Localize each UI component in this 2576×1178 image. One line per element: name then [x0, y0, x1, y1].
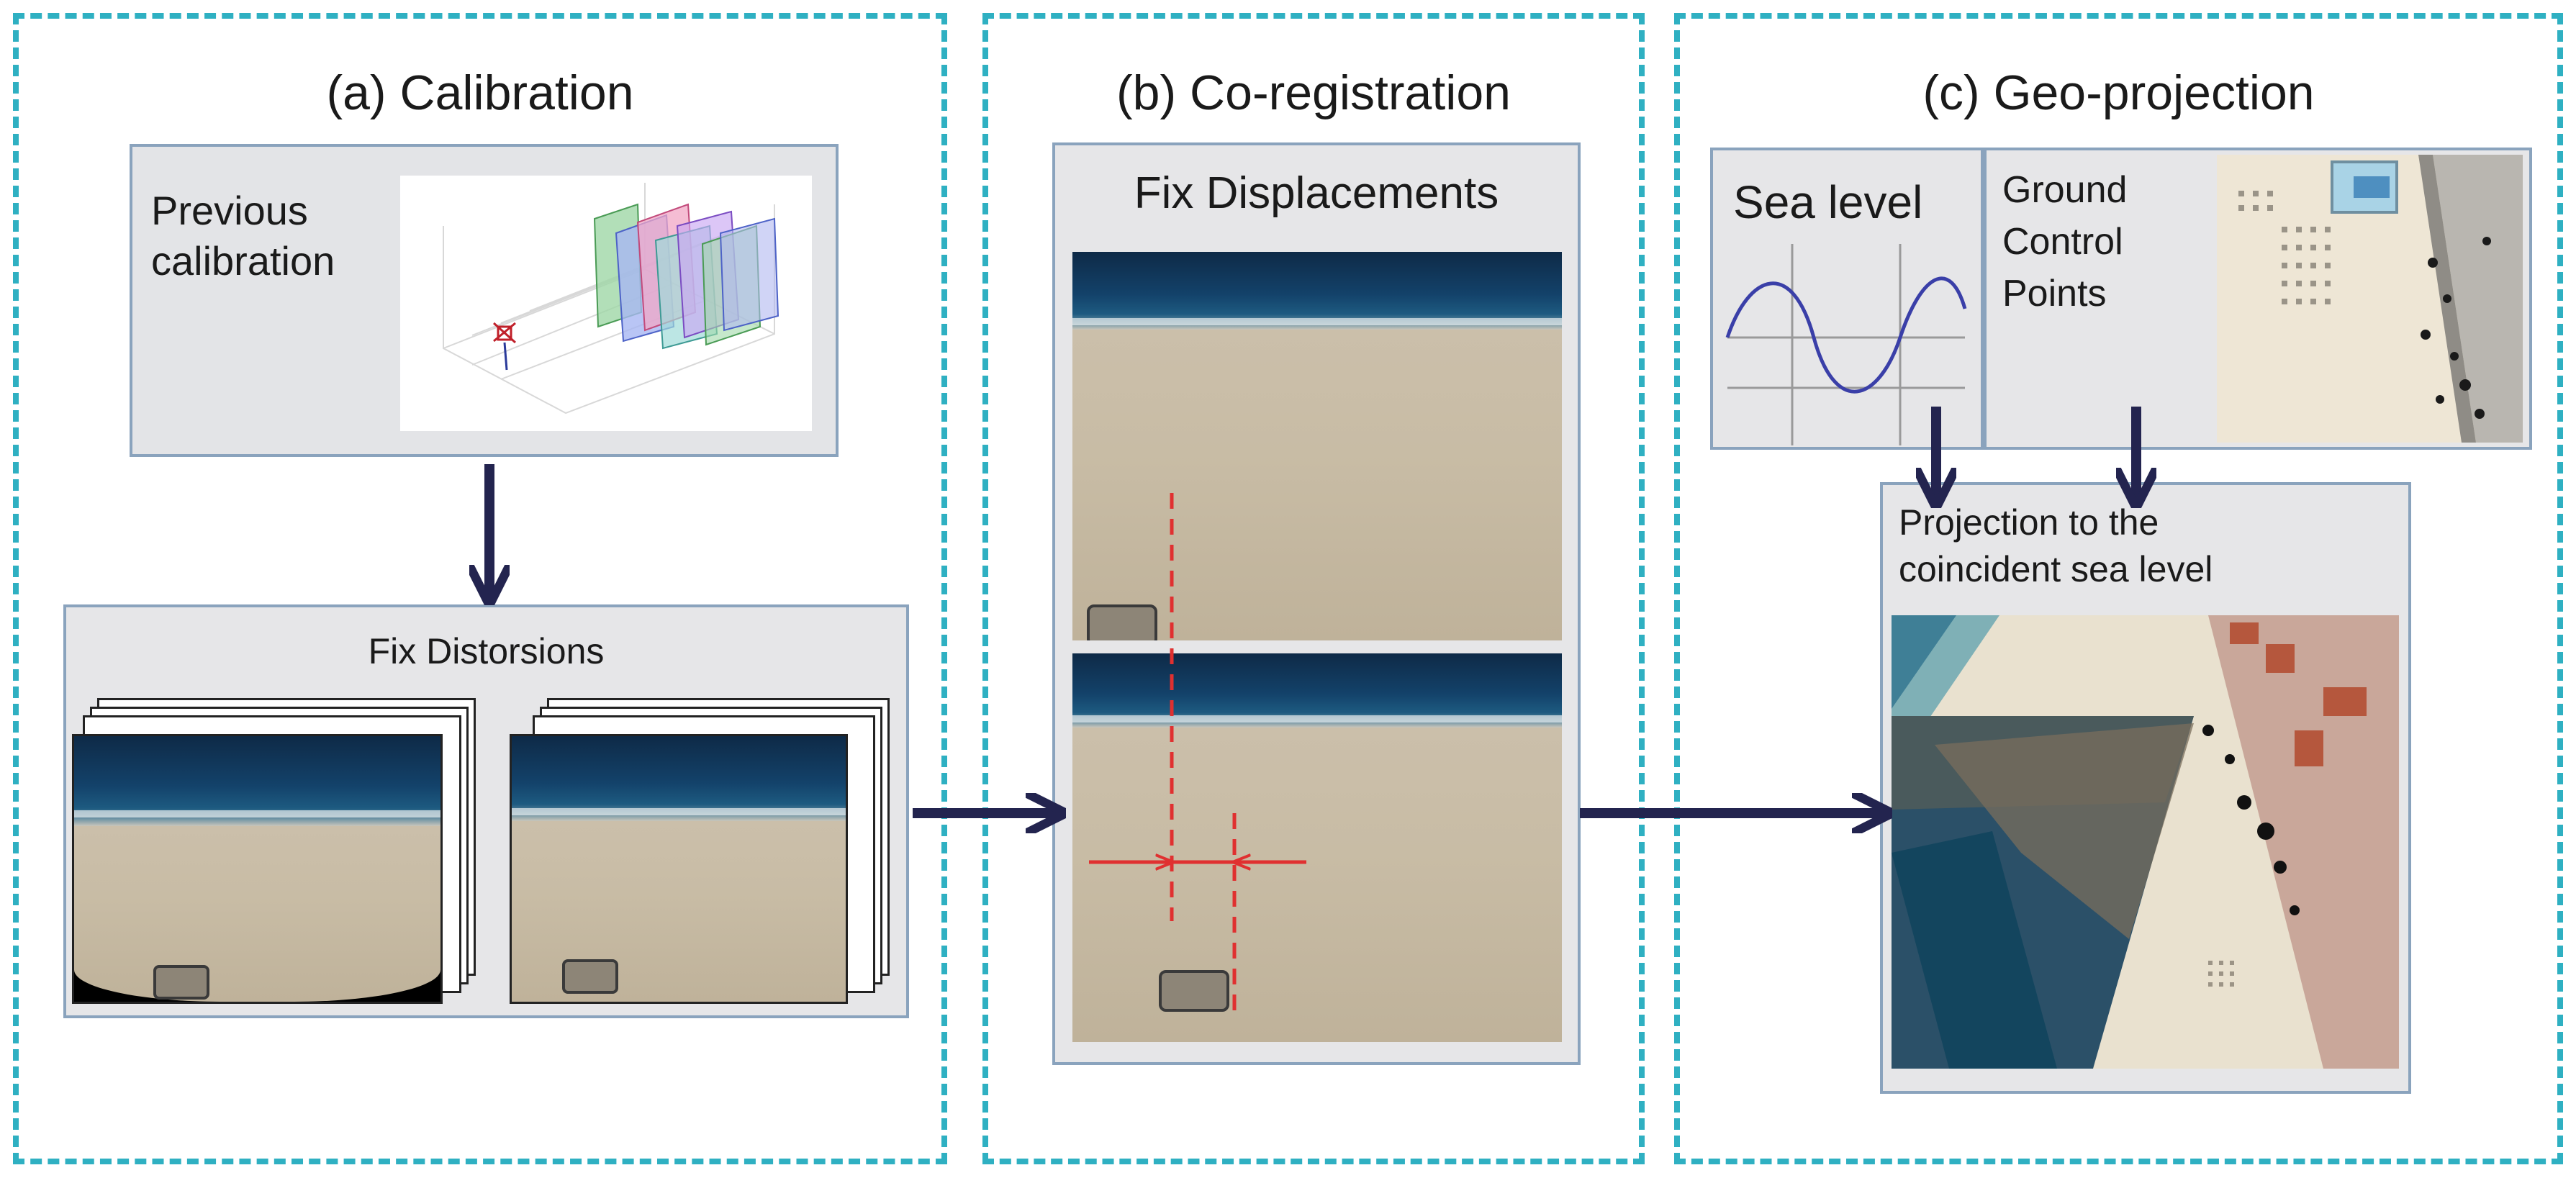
- projected-image-graphic: [1892, 615, 2399, 1069]
- previous-calibration-label: Previous calibration: [151, 188, 335, 284]
- stage-title-calibration: (a) Calibration: [326, 65, 634, 120]
- calibration-plot-graphic: [443, 183, 779, 414]
- gcp-map-graphic: [2217, 155, 2523, 443]
- sea-level-sine-curve: [1725, 276, 1967, 394]
- previous-calibration-box: Previous calibration: [130, 144, 839, 457]
- fix-distortions-label: Fix Distorsions: [368, 631, 605, 671]
- ground-control-points-label: Ground Control Points: [2002, 169, 2128, 314]
- sea-level-label: Sea level: [1733, 176, 1923, 228]
- stage-title-geoprojection: (c) Geo-projection: [1922, 65, 2315, 120]
- displaced-beach-image: [1072, 653, 1562, 1042]
- stage-title-coregistration: (b) Co-registration: [1116, 65, 1511, 120]
- corrected-beach-image: [510, 734, 848, 1004]
- stage-coregistration: (b) Co-registration: [982, 13, 1645, 1164]
- sine-wave-graphic: [1725, 244, 1967, 445]
- fix-displacements-label: Fix Displacements: [1134, 168, 1499, 218]
- projected-orthoimage: [1892, 615, 2399, 1069]
- stage-geoprojection: (c) Geo-projection: [1674, 13, 2563, 1164]
- projection-label: Projection to the coincident sea level: [1899, 502, 2213, 589]
- ground-control-points-map: [2217, 155, 2523, 443]
- calibration-3d-plot: [400, 176, 812, 431]
- distorted-beach-image: [72, 734, 443, 1004]
- sea-level-box: Sea level: [1710, 148, 1984, 450]
- stage-calibration: (a) Calibration: [13, 13, 947, 1164]
- reference-beach-image: [1072, 252, 1562, 640]
